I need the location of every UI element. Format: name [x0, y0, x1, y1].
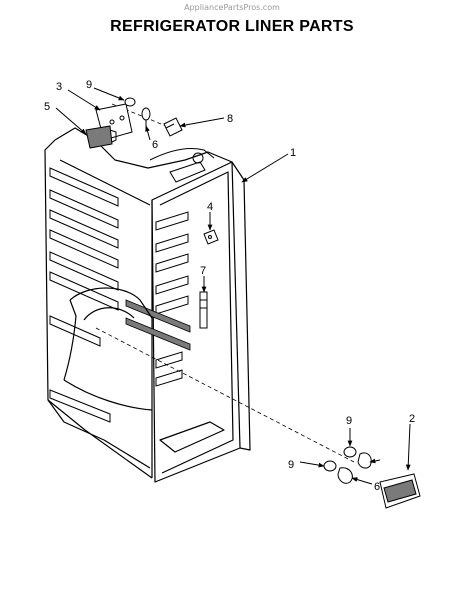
callout-4: 4 — [207, 201, 213, 213]
part-9-socket-upper — [343, 446, 357, 458]
callout-3: 3 — [56, 81, 62, 93]
page-title: REFRIGERATOR LINER PARTS — [110, 18, 354, 35]
callout-labels: 1 2 3 4 5 6 6 7 8 9 9 9 — [44, 79, 415, 493]
part-2-light-cover — [379, 473, 421, 509]
top-control-housing — [149, 147, 215, 183]
part-6-top-bulb — [141, 107, 151, 128]
callout-1: 1 — [290, 147, 296, 159]
part-8-clip — [163, 117, 183, 137]
callout-9-bottom: 9 — [288, 459, 294, 471]
leader-lines — [55, 87, 411, 485]
front-wall-shelf-rails — [155, 211, 189, 387]
callout-5: 5 — [44, 101, 50, 113]
left-wall-shelf-rails — [49, 167, 119, 423]
crisper-area — [63, 287, 153, 411]
part-4-bracket — [203, 229, 219, 245]
part-5-switch — [85, 125, 117, 149]
callout-7: 7 — [200, 265, 206, 277]
part-6-bulb-upper — [357, 452, 372, 469]
callout-9-right: 9 — [346, 415, 352, 427]
watermark: AppliancePartsPros.com — [184, 3, 280, 12]
callout-8: 8 — [227, 113, 233, 125]
callout-6-bottom: 6 — [374, 481, 380, 493]
part-6-bulb-lower — [337, 467, 353, 484]
callout-6-top: 6 — [152, 139, 158, 151]
shaded-rails — [125, 299, 191, 351]
part-9-top-socket — [124, 97, 136, 107]
callout-9-top: 9 — [86, 79, 92, 91]
refrigerator-liner — [44, 127, 251, 483]
callout-2: 2 — [409, 413, 415, 425]
part-7-post — [199, 291, 208, 329]
part-9-socket-lower — [323, 460, 337, 472]
